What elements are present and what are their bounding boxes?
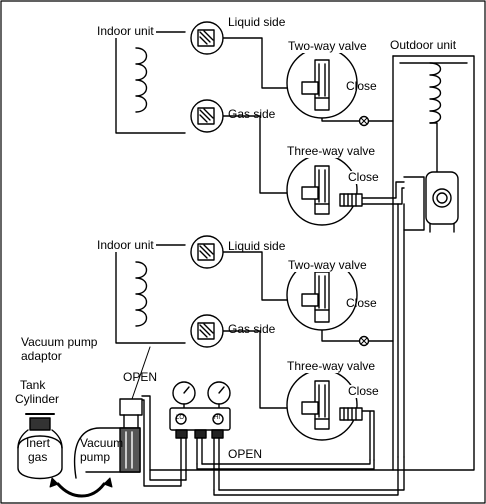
gauge-lo-label: LO — [176, 415, 185, 421]
outdoor-unit-label: Outdoor unit — [388, 38, 459, 52]
hi-valve-knob — [212, 413, 224, 425]
close-label-3: Close — [346, 296, 377, 310]
pipe-three-way-bottom — [361, 410, 375, 461]
two-way-valve-label-bottom: Two-way valve — [286, 258, 369, 272]
tank-cylinder — [17, 413, 63, 480]
two-way-valve-label-top: Two-way valve — [286, 39, 369, 53]
outdoor-unit — [149, 55, 475, 471]
three-way-valve-bottom — [286, 369, 363, 441]
two-way-valve-top — [286, 47, 358, 119]
open-label-right: OPEN — [228, 447, 263, 461]
vacuum-pump-adaptor-label-2: adaptor — [21, 349, 62, 363]
gauge-manifold — [169, 381, 231, 491]
close-label-2: Close — [346, 170, 381, 184]
three-way-valve-label-top: Three-way valve — [285, 144, 378, 158]
vacuum-pump — [74, 427, 141, 479]
vacuum-pump-label-1: Vacuum — [80, 436, 124, 450]
inert-gas-label-2: gas — [28, 450, 48, 464]
three-way-valve-top — [286, 154, 363, 226]
two-way-valve-bottom — [286, 259, 358, 331]
flare-nut-gas-bottom — [190, 314, 224, 348]
three-way-valve-label-bottom: Three-way valve — [285, 359, 378, 373]
open-label-left: OPEN — [123, 370, 158, 384]
liquid-line-top — [219, 37, 303, 89]
gas-line-bottom — [219, 330, 303, 409]
flow-arrow-icon — [56, 482, 106, 498]
close-label-1: Close — [346, 79, 377, 93]
hose-to-liquid-service — [213, 456, 405, 496]
service-pipe-vertical — [397, 203, 405, 458]
flare-nut-gas-top — [190, 99, 224, 133]
liquid-line-bottom — [219, 251, 303, 301]
indoor-unit-top — [115, 31, 186, 134]
vacuum-pump-label-2: pump — [80, 450, 111, 464]
vacuum-pump-adaptor — [119, 346, 151, 429]
compressor — [425, 171, 459, 225]
gas-side-label-top: Gas side — [228, 107, 276, 121]
hose-to-pump — [141, 395, 187, 481]
inert-gas-label-1: Inert — [26, 436, 51, 450]
gas-line-top — [219, 115, 303, 194]
vacuum-pump-adaptor-label-1: Vacuum pump — [21, 335, 98, 349]
indoor-unit-label-top: Indoor unit — [95, 24, 156, 38]
flare-nut-liquid-bottom — [190, 235, 224, 269]
indoor-unit-bottom — [115, 244, 186, 344]
lo-valve-knob — [175, 413, 187, 425]
tank-label-1: Tank — [20, 378, 46, 392]
gas-side-label-bottom: Gas side — [228, 322, 276, 336]
flare-nut-liquid-top — [190, 21, 224, 55]
liquid-side-label-bottom: Liquid side — [228, 239, 286, 253]
hose-to-gas-service — [196, 459, 375, 470]
tank-label-2: Cylinder — [15, 392, 60, 406]
gauge-hi-label: HI — [214, 415, 220, 421]
liquid-side-label-top: Liquid side — [228, 15, 286, 29]
close-label-4: Close — [346, 384, 381, 398]
indoor-unit-label-bottom: Indoor unit — [95, 238, 156, 252]
pipe-three-way-top — [361, 181, 405, 205]
